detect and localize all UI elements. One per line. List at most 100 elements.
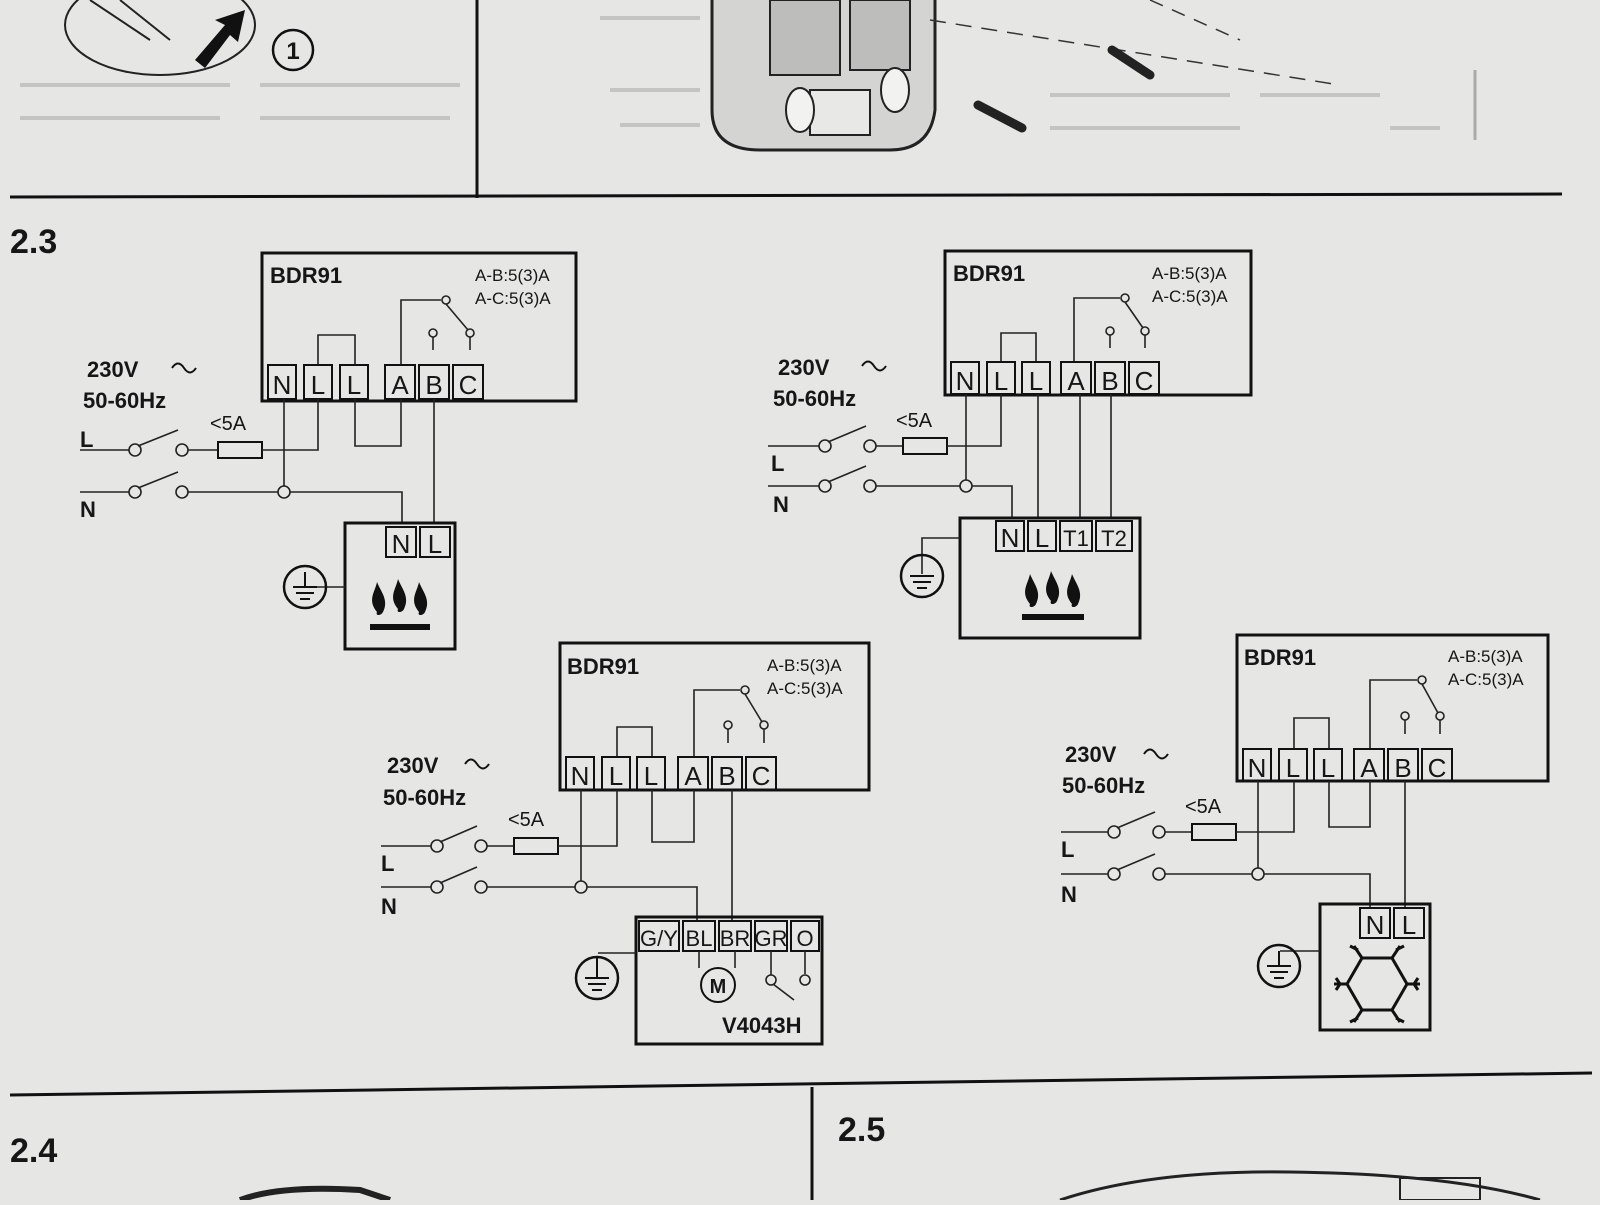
terminal-label: B: [1101, 366, 1118, 396]
valve-terminal: BR: [720, 926, 751, 951]
wiring-diagram-2: BDR91 A-B:5(3)A A-C:5(3)A N L L A B C 23…: [768, 249, 1253, 640]
fuse-rating: <5A: [896, 410, 933, 432]
boiler-flame-icon: [1022, 571, 1084, 620]
section-divider: [9, 192, 1563, 199]
terminal-label: L: [1286, 753, 1300, 783]
zone-valve-box: [634, 915, 824, 1046]
valve-model: V4043H: [722, 1013, 802, 1038]
motor-icon: M: [700, 967, 736, 1003]
fuse-rating: <5A: [1185, 796, 1222, 818]
supply-frequency: 50-60Hz: [83, 388, 166, 413]
terminal-label: C: [459, 370, 478, 400]
relay-rating-ac: A-C:5(3)A: [1152, 287, 1228, 306]
relay-title: BDR91: [567, 654, 639, 679]
wiring-diagram-4: BDR91 A-B:5(3)A A-C:5(3)A N L L A B C 23…: [1061, 633, 1550, 1032]
terminal-label: L: [1029, 366, 1043, 396]
terminal-label: N: [956, 366, 975, 396]
relay-title: BDR91: [270, 263, 342, 288]
boiler-terminal: L: [428, 529, 442, 559]
section-divider: [9, 1071, 1593, 1097]
boiler-terminal: N: [392, 529, 411, 559]
relay-rating-ac: A-C:5(3)A: [1448, 670, 1524, 689]
ac-symbol-icon: [861, 360, 887, 372]
boiler-flame-icon: [370, 579, 430, 630]
bdr91-relay-box: [260, 251, 578, 403]
earth-icon: [574, 955, 620, 1001]
relay-title: BDR91: [953, 261, 1025, 286]
relay-rating-ab: A-B:5(3)A: [1448, 647, 1523, 666]
section-heading-2-4: 2.4: [10, 1132, 57, 1170]
relay-terminal-strip: N L L A B C: [950, 361, 1160, 396]
earth-icon: [899, 553, 945, 599]
terminal-label: A: [1360, 753, 1378, 783]
terminal-label: B: [425, 370, 442, 400]
relay-terminal-strip: N L L A B C: [267, 364, 484, 400]
live-label: L: [771, 451, 784, 476]
terminal-label: B: [718, 761, 735, 791]
terminal-label: L: [347, 370, 361, 400]
fuse-icon: [902, 437, 948, 455]
supply-voltage: 230V: [778, 355, 830, 380]
neutral-label: N: [80, 497, 96, 522]
neutral-label: N: [381, 894, 397, 919]
cooling-terminal: N: [1366, 910, 1385, 940]
valve-terminal: BL: [686, 926, 713, 951]
step-marker: 1: [286, 38, 299, 65]
section-heading-2-3: 2.3: [10, 223, 57, 261]
supply-voltage: 230V: [1065, 742, 1117, 767]
fuse-icon: [513, 837, 559, 855]
terminal-label: N: [571, 761, 590, 791]
terminal-label: N: [273, 370, 292, 400]
relay-terminal-strip: N L L A B C: [1242, 748, 1453, 783]
terminal-label: C: [1428, 753, 1447, 783]
ac-symbol-icon: [464, 758, 490, 770]
live-label: L: [1061, 837, 1074, 862]
terminal-label: L: [1321, 753, 1335, 783]
boiler-box: [958, 516, 1142, 640]
relay-rating-ab: A-B:5(3)A: [1152, 264, 1227, 283]
wiring-diagram-1: BDR91 A-B:5(3)A A-C:5(3)A N L L A B C 23…: [80, 251, 578, 651]
boiler-terminal: T1: [1063, 526, 1089, 551]
supply-frequency: 50-60Hz: [773, 386, 856, 411]
boiler-terminal: T2: [1101, 526, 1127, 551]
boiler-box: [343, 521, 457, 651]
ac-symbol-icon: [1143, 748, 1169, 760]
live-label: L: [381, 851, 394, 876]
relay-rating-ac: A-C:5(3)A: [767, 679, 843, 698]
valve-terminal: G/Y: [640, 926, 678, 951]
motor-label: M: [710, 976, 727, 998]
step-marker-circle: [271, 28, 315, 72]
earth-icon: [282, 564, 328, 610]
top-illustration: 1: [20, 0, 1477, 198]
boiler-terminal: N: [1001, 523, 1020, 553]
terminal-label: A: [684, 761, 702, 791]
terminal-label: L: [311, 370, 325, 400]
screw-icon: [1107, 45, 1155, 80]
cooling-unit-box: [1318, 902, 1432, 1032]
wiring-diagram-3: BDR91 A-B:5(3)A A-C:5(3)A N L L A B C 23…: [381, 641, 871, 1046]
terminal-label: L: [644, 761, 658, 791]
terminal-label: A: [1067, 366, 1085, 396]
relay-title: BDR91: [1244, 645, 1316, 670]
boiler-terminal: L: [1035, 523, 1049, 553]
neutral-label: N: [1061, 882, 1077, 907]
ac-symbol-icon: [171, 362, 197, 374]
supply-frequency: 50-60Hz: [1062, 773, 1145, 798]
valve-terminal: GR: [755, 926, 788, 951]
cooling-terminal: L: [1402, 910, 1416, 940]
terminal-label: L: [994, 366, 1008, 396]
supply-frequency: 50-60Hz: [383, 785, 466, 810]
arrow-icon: [195, 10, 245, 68]
terminal-label: L: [609, 761, 623, 791]
terminal-label: C: [752, 761, 771, 791]
fuse-rating: <5A: [508, 809, 545, 831]
snowflake-icon: [1334, 944, 1420, 1024]
relay-rating-ac: A-C:5(3)A: [475, 289, 551, 308]
terminal-label: N: [1248, 753, 1267, 783]
supply-voltage: 230V: [387, 753, 439, 778]
valve-terminal: O: [796, 926, 813, 951]
fuse-icon: [217, 441, 263, 459]
fuse-icon: [1191, 823, 1237, 841]
